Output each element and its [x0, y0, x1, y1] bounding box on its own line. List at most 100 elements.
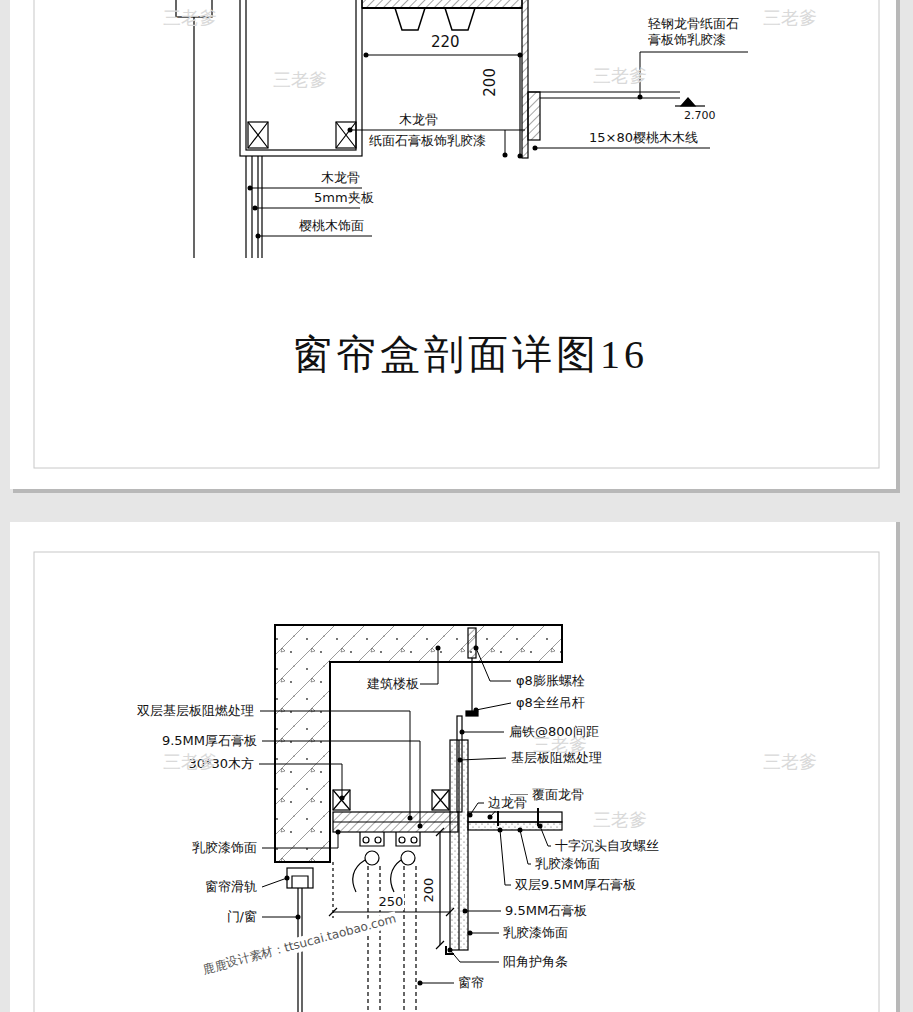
curtain-box-section-top: [540, 97, 680, 98]
curtain-box-section-top: [248, 122, 268, 148]
curtain-box-section-bottom: [401, 851, 415, 865]
curtain-box-section-bottom: [468, 812, 562, 822]
panel: [10, 522, 896, 1012]
watermark: 三老爹: [762, 751, 818, 774]
leader-line: [258, 236, 372, 237]
curtain-box-section-top: [240, 0, 362, 156]
callout-label: 乳胶漆饰面: [502, 925, 569, 941]
callout-label: 纸面石膏板饰乳胶漆: [368, 133, 487, 149]
leader-dot: [436, 646, 441, 651]
panel: [34, 552, 879, 1012]
curtain-box-section-bottom: [432, 790, 449, 810]
callout-label: 窗帘滑轨: [204, 879, 258, 895]
curtain-box-section-bottom: [332, 862, 333, 918]
curtain-box-section-bottom: [292, 876, 308, 888]
curtain-box-section-bottom: [458, 740, 459, 950]
callout-label: 15×80樱桃木木线: [588, 130, 699, 146]
curtain-box-section-top: [675, 105, 705, 106]
leader-line: [476, 648, 511, 681]
leader-dot: [418, 981, 423, 986]
curtain-box-section-top: [261, 156, 262, 258]
curtain-box-section-bottom: [365, 851, 379, 865]
callout-label: 双层9.5MM厚石膏板: [514, 877, 637, 893]
leader-line: [500, 830, 511, 885]
leader-line: [262, 741, 420, 826]
callout-label: φ8膨胀螺栓: [515, 673, 586, 689]
leader-dot: [538, 824, 543, 829]
panel: [10, 0, 900, 1012]
curtain-box-section-bottom: [287, 868, 313, 888]
leader-dot: [364, 53, 369, 58]
leader-line: [262, 917, 298, 918]
leader-dot: [296, 915, 301, 920]
curtain-box-section-bottom: [468, 822, 562, 830]
dimension: 220: [430, 33, 461, 52]
leader-dot: [463, 909, 468, 914]
curtain-box-section-top: [246, 0, 356, 150]
leader-dot: [448, 948, 453, 953]
curtain-box-section-top: [522, 0, 528, 158]
curtain-box-section-bottom: [471, 658, 472, 715]
leader-line: [505, 130, 506, 155]
leader-line: [460, 758, 506, 760]
leader-dot: [418, 824, 423, 829]
curtain-box-section-top: [528, 91, 680, 92]
curtain-box-section-bottom: [333, 812, 458, 832]
callout-label: 乳胶漆饰面: [191, 840, 258, 856]
watermark: 三老爹: [762, 7, 818, 30]
curtain-box-section-top: [176, 0, 705, 258]
leader-dot: [503, 153, 508, 158]
leader-line: [520, 830, 531, 864]
leader-dot: [256, 234, 261, 239]
leader-line: [470, 933, 499, 934]
curtain-box-section-top: [257, 156, 258, 258]
curtain-box-section-bottom: [396, 832, 420, 846]
curtain-box-section-top: [519, 55, 520, 156]
watermark: 三老爹: [532, 734, 588, 757]
leader-dot: [533, 146, 538, 151]
leader-line: [450, 950, 499, 962]
curtain-box-section-top: [245, 156, 246, 258]
curtain-box-section-top: [528, 92, 540, 140]
leader-line: [255, 208, 360, 209]
watermark: 三老爹: [272, 69, 328, 92]
curtain-box-section-top: [193, 17, 194, 258]
leader-dot: [248, 186, 253, 191]
callout-label: 轻钢龙骨纸面石 膏板饰乳胶漆: [647, 16, 753, 49]
curtain-box-section-top: [681, 98, 695, 106]
curtain-box-section-top: [380, 8, 490, 30]
leader-dot: [518, 154, 523, 159]
leader-dot: [498, 828, 503, 833]
curtain-box-section-bottom: [375, 837, 381, 843]
leader-line: [262, 878, 287, 887]
leader-dot: [253, 206, 258, 211]
level-mark: 2.700: [683, 109, 717, 123]
callout-label: 阳角护角条: [502, 954, 569, 970]
curtain-box-section-bottom: [391, 860, 401, 892]
callout-label: 窗帘: [457, 975, 485, 991]
curtain-box-section-bottom: [368, 866, 416, 1012]
callout-label: 5mm夹板: [313, 190, 375, 206]
curtain-box-section-bottom: [450, 740, 468, 950]
leader-line: [420, 650, 438, 684]
dimension: 200: [481, 67, 500, 98]
leader-dot: [474, 646, 479, 651]
callout-label: 樱桃木饰面: [298, 218, 365, 234]
callout-label: 覆面龙骨: [531, 787, 585, 803]
curtain-box-section-top: [336, 122, 356, 148]
curtain-box-section-top: [362, 7, 522, 9]
leader-line: [250, 188, 362, 189]
curtain-box-section-bottom: [439, 832, 440, 945]
callout-label: 门/窗: [226, 909, 258, 925]
leader-dot: [518, 53, 523, 58]
leader-line: [640, 52, 748, 97]
panel: [10, 0, 896, 489]
callout-label: 9.5MM石膏板: [504, 903, 588, 919]
dimension: 250: [378, 894, 405, 910]
leader-dot: [408, 816, 413, 821]
callout-label: 边龙骨: [487, 795, 528, 811]
leader-line: [250, 52, 748, 236]
leader-dot: [468, 813, 473, 818]
